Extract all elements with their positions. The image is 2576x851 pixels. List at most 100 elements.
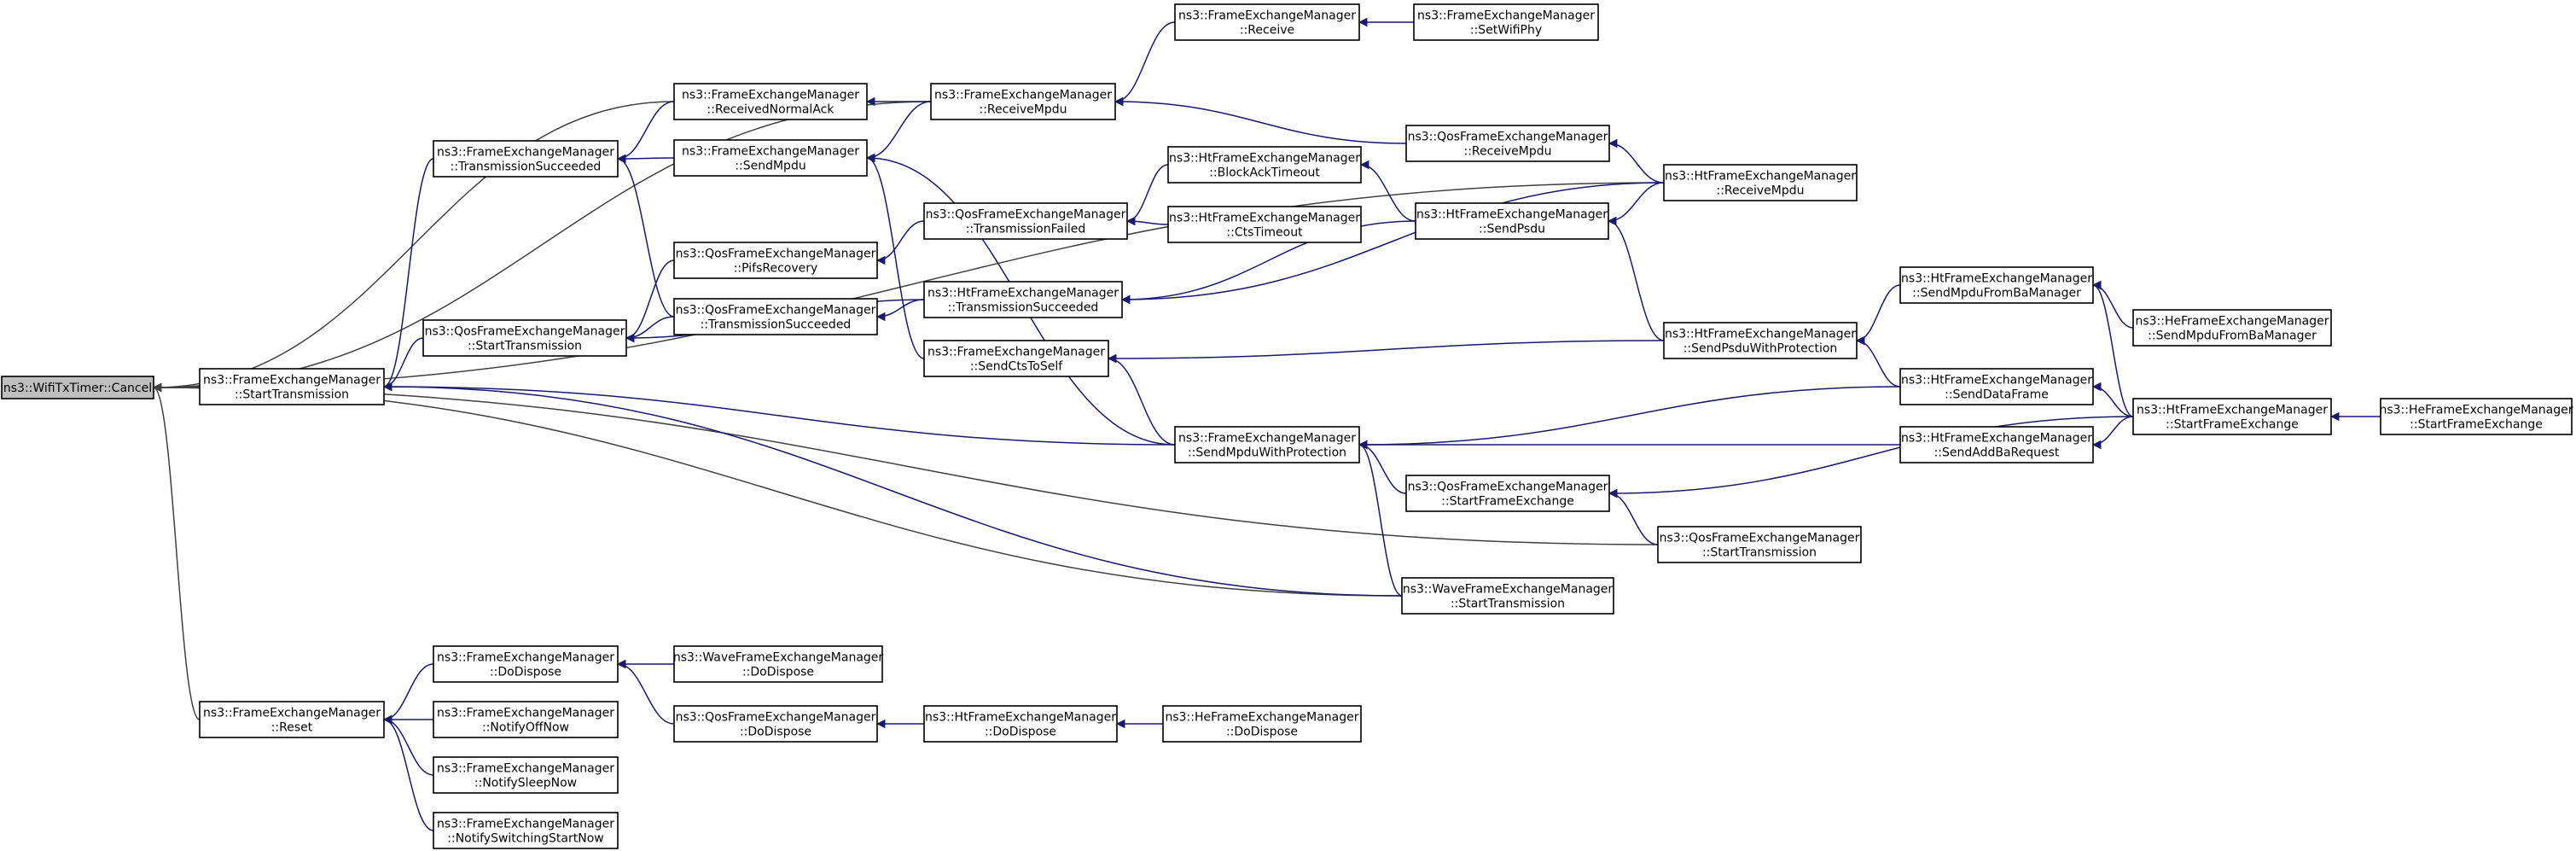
edge-line [616,154,675,318]
edge-fem-notifysleep-to-fem-reset [382,714,434,776]
node-ht-sendpsduprot[interactable]: ns3::HtFrameExchangeManager::SendPsduWit… [1663,322,1858,359]
node-box [1415,202,1609,240]
node-label-line: ns3::HeFrameExchangeManager [2135,315,2329,329]
node-label-line: ::StartTransmission [468,340,582,353]
edge-fem-notifyswitch-to-fem-reset [382,714,434,831]
node-fem-notifysleep[interactable]: ns3::FrameExchangeManager::NotifySleepNo… [433,756,619,794]
edge-qos-dodispose-to-fem-dodispose [616,659,675,725]
node-fem-notifyoff[interactable]: ns3::FrameExchangeManager::NotifyOffNow [433,701,619,738]
edge-line [1358,386,1901,450]
edge-ht-txsucc-to-qos-txsucc [875,299,925,322]
node-he-startfe[interactable]: ns3::HeFrameExchangeManager::StartFrameE… [2379,398,2573,435]
node-label-line: ns3::FrameExchangeManager [203,707,381,720]
node-box [1899,266,2094,304]
node-box [433,812,619,849]
edge-fem-txsucc-to-fem-starttx [382,158,434,392]
node-box [923,202,1128,240]
edge-fem-sendmpduprot-to-fem-sendcts [1107,353,1176,446]
nodes-layer: ns3::WifiTxTimer::Cancelns3::FrameExchan… [1,3,2573,849]
edge-fem-reset-to-cancel [152,382,201,720]
edge-line [625,259,675,343]
node-fem-recvnormack[interactable]: ns3::FrameExchangeManager::ReceivedNorma… [673,83,868,120]
node-cancel[interactable]: ns3::WifiTxTimer::Cancel [1,376,154,399]
edge-line [382,382,1176,446]
node-label-line: ns3::QosFrameExchangeManager [676,711,876,725]
edge-line [1120,220,1416,305]
edge-ht-startfe-to-ht-sendaddba [2091,416,2134,450]
node-label-line: ::SendAddBaRequest [1934,446,2060,460]
node-label-line: ns3::FrameExchangeManager [927,346,1105,359]
edge-ht-sendpsduprot-to-fem-sendcts [1107,340,1665,364]
node-qos-starttx2[interactable]: ns3::QosFrameExchangeManager::StartTrans… [1657,526,1862,563]
node-fem-txsucc[interactable]: ns3::FrameExchangeManager::TransmissionS… [433,140,619,178]
node-box [1174,426,1360,463]
node-label-line: ::StartFrameExchange [2166,418,2299,432]
node-ht-dodispose[interactable]: ns3::HtFrameExchangeManager::DoDispose [923,705,1118,743]
node-he-sendmpduba[interactable]: ns3::HeFrameExchangeManager::SendMpduFro… [2132,309,2332,347]
node-fem-setphy[interactable]: ns3::FrameExchangeManager::SetWifiPhy [1413,3,1599,41]
node-ht-receivempdu[interactable]: ns3::HtFrameExchangeManager::ReceiveMpdu [1663,164,1858,201]
node-label-line: ns3::WaveFrameExchangeManager [1403,583,1614,597]
edge-line [616,101,675,164]
node-box [1405,475,1610,512]
node-label-line: ::StartTransmission [235,388,349,402]
node-wave-starttx[interactable]: ns3::WaveFrameExchangeManager::StartTran… [1401,577,1614,615]
node-label-line: ns3::FrameExchangeManager [437,146,614,160]
node-fem-sendmpdu[interactable]: ns3::FrameExchangeManager::SendMpdu [673,139,868,177]
node-label-line: ::SetWifiPhy [1470,24,1542,38]
node-ht-txsucc[interactable]: ns3::HtFrameExchangeManager::Transmissio… [923,281,1123,318]
edge-ht-startfe-to-ht-sendmpduba [2091,280,2134,417]
node-label-line: ns3::HtFrameExchangeManager [927,287,1119,300]
edge-line [1607,182,1665,226]
node-qos-txfail[interactable]: ns3::QosFrameExchangeManager::Transmissi… [923,202,1128,240]
node-label-line: ns3::HtFrameExchangeManager [2137,404,2328,417]
node-qos-pifs[interactable]: ns3::QosFrameExchangeManager::PifsRecove… [673,242,878,279]
node-fem-sendcts[interactable]: ns3::FrameExchangeManager::SendCtsToSelf [923,340,1109,377]
edge-line [2091,382,2134,417]
node-ht-senddata[interactable]: ns3::HtFrameExchangeManager::SendDataFra… [1899,368,2094,405]
node-fem-starttx[interactable]: ns3::FrameExchangeManager::StartTransmis… [199,368,385,405]
node-fem-receive[interactable]: ns3::FrameExchangeManager::Receive [1174,3,1360,41]
node-fem-notifyswitch[interactable]: ns3::FrameExchangeManager::NotifySwitchi… [433,812,619,849]
node-qos-receivempdu[interactable]: ns3::QosFrameExchangeManager::ReceiveMpd… [1405,125,1610,162]
node-he-dodispose[interactable]: ns3::HeFrameExchangeManager::DoDispose [1162,705,1362,743]
node-box [673,645,883,683]
edge-fem-recvnormack-to-fem-txsucc [616,101,675,164]
edge-line [1608,416,2134,498]
node-ht-startfe[interactable]: ns3::HtFrameExchangeManager::StartFrameE… [2132,398,2332,435]
edge-ht-sendmpduba-to-ht-sendpsduprot [1855,284,1901,346]
node-fem-reset[interactable]: ns3::FrameExchangeManager::Reset [199,701,385,738]
node-fem-sendmpduprot[interactable]: ns3::FrameExchangeManager::SendMpduWithP… [1174,426,1360,463]
node-ht-sendaddba[interactable]: ns3::HtFrameExchangeManager::SendAddBaRe… [1899,426,2094,463]
node-box [673,83,868,120]
edge-line [382,337,424,392]
node-ht-sendmpduba[interactable]: ns3::HtFrameExchangeManager::SendMpduFro… [1899,266,2094,304]
edge-line [875,299,925,322]
node-label-line: ::SendMpduFromBaManager [2148,329,2317,343]
edge-line [382,714,434,776]
node-label-line: ::SendMpduWithProtection [1188,446,1346,460]
edge-qos-starttx-to-fem-starttx [382,337,424,392]
node-fem-dodispose[interactable]: ns3::FrameExchangeManager::DoDispose [433,645,619,683]
edge-line [1359,160,1416,222]
node-ht-sendpsdu[interactable]: ns3::HtFrameExchangeManager::SendPsdu [1415,202,1609,240]
node-qos-starttx[interactable]: ns3::QosFrameExchangeManager::StartTrans… [422,319,627,357]
node-ht-blockack[interactable]: ns3::HtFrameExchangeManager::BlockAckTim… [1167,146,1362,184]
node-qos-txsucc[interactable]: ns3::QosFrameExchangeManager::Transmissi… [673,298,878,335]
edge-ht-sendpsdu-to-ht-blockack [1359,160,1416,222]
node-label-line: ::TransmissionSucceeded [701,318,852,332]
node-ht-cts[interactable]: ns3::HtFrameExchangeManager::CtsTimeout [1167,206,1362,243]
edge-ht-senddata-to-fem-sendmpduprot [1358,386,1901,450]
edge-ht-receivempdu-to-ht-txsucc [1120,182,1665,305]
edge-ht-receivempdu-to-ht-sendpsdu [1607,182,1665,226]
node-wave-dodispose[interactable]: ns3::WaveFrameExchangeManager::DoDispose [673,645,884,683]
node-label-line: ns3::WifiTxTimer::Cancel [3,382,152,395]
node-qos-dodispose[interactable]: ns3::QosFrameExchangeManager::DoDispose [673,705,878,743]
edge-line [1120,182,1665,305]
node-label-line: ns3::FrameExchangeManager [682,89,859,102]
node-qos-startfe[interactable]: ns3::QosFrameExchangeManager::StartFrame… [1405,475,1610,512]
edge-qos-starttx2-to-cancel [152,382,1659,545]
node-label-line: ns3::FrameExchangeManager [437,651,614,665]
node-fem-receivempdu[interactable]: ns3::FrameExchangeManager::ReceiveMpdu [930,83,1116,120]
node-label-line: ::TransmissionFailed [966,223,1086,236]
